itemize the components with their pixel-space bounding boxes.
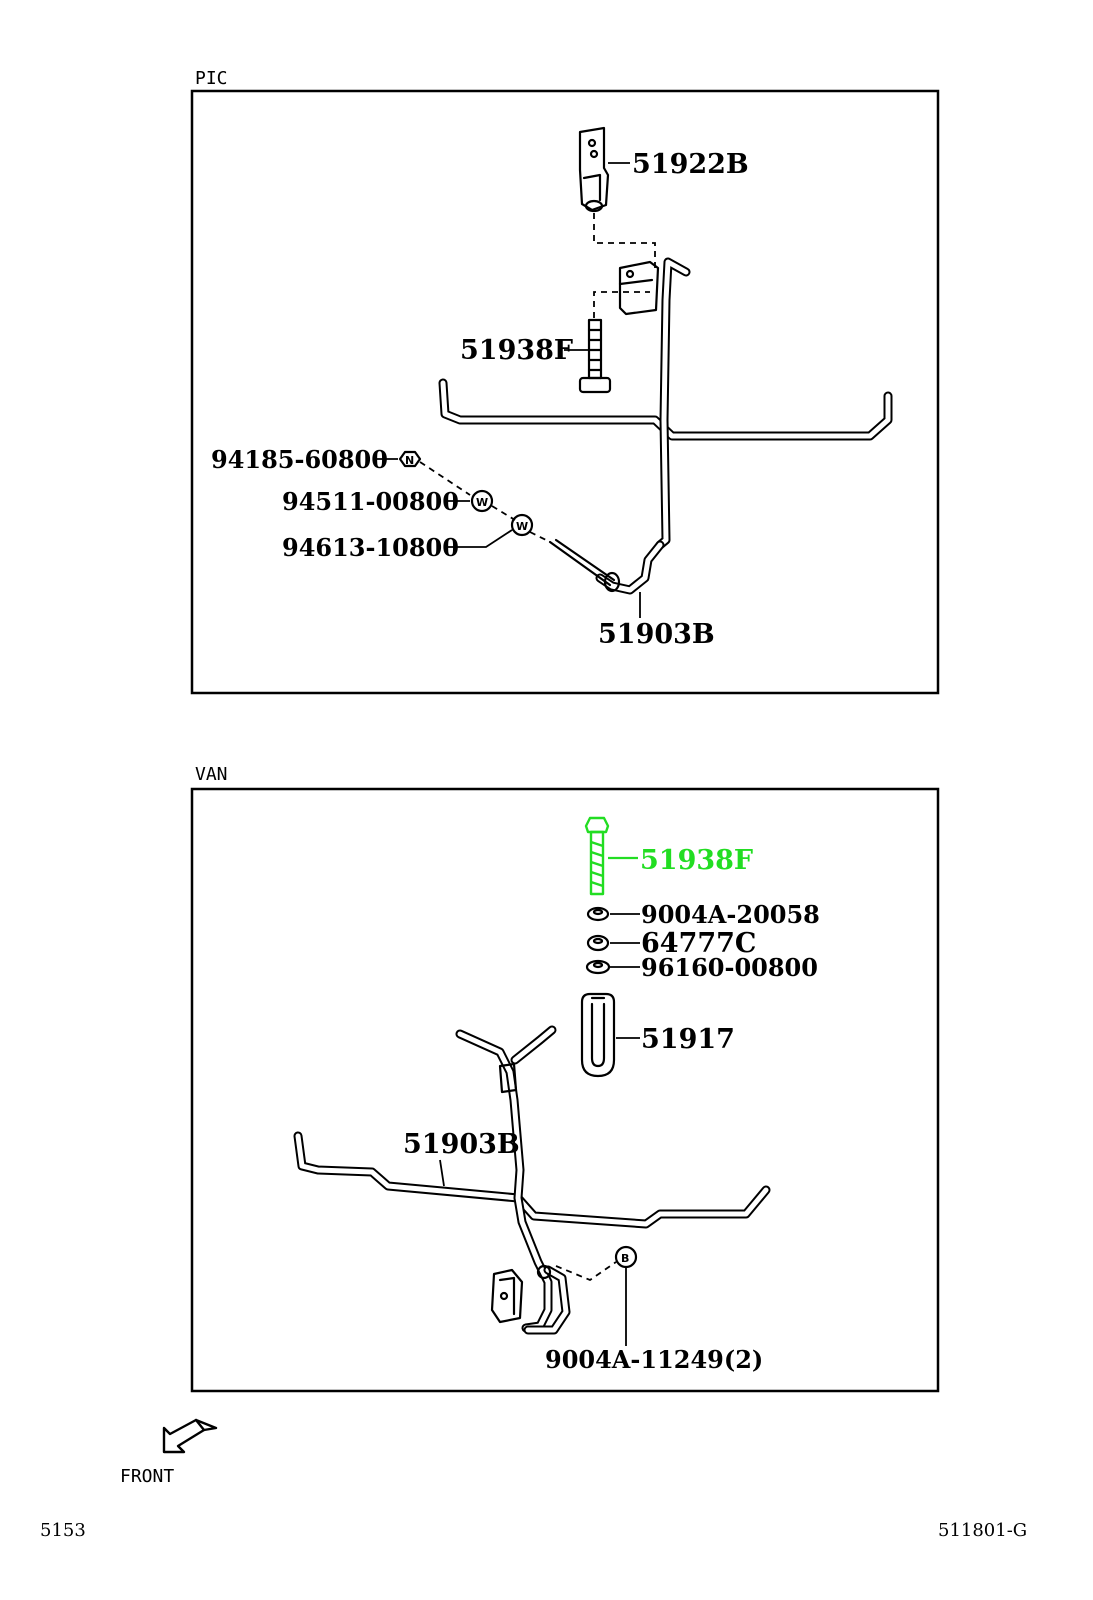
bracket-51922b-icon — [578, 126, 610, 213]
tube-assembly-pic-icon — [438, 257, 893, 595]
u-clamp-51917-icon — [580, 992, 616, 1078]
footer-left-code: 5153 — [40, 1520, 86, 1541]
assembly-line-nut — [419, 461, 471, 496]
label-9004a-11249[interactable]: 9004A-11249(2) — [545, 1345, 763, 1374]
svg-text:W: W — [476, 496, 488, 509]
lead-51903b-van — [439, 1159, 445, 1187]
assembly-line-bolt — [593, 291, 650, 318]
washer-icon: W — [470, 489, 494, 513]
pic-frame — [190, 89, 940, 695]
label-51938f-pic[interactable]: 51938F — [460, 335, 573, 366]
front-label: FRONT — [120, 1466, 174, 1487]
footer-right-code: 511801-G — [938, 1520, 1027, 1541]
label-9004a-20058[interactable]: 9004A-20058 — [641, 900, 820, 929]
assembly-line-washer — [491, 505, 516, 521]
label-51903b-van[interactable]: 51903B — [403, 1129, 520, 1160]
lead-94613 — [446, 529, 513, 548]
label-51938f-van[interactable]: 51938F — [640, 845, 753, 876]
assembly-line-bolt-b — [555, 1261, 617, 1282]
front-arrow-icon — [162, 1418, 218, 1454]
tube-assembly-van-icon — [293, 1025, 771, 1335]
pic-section-title: PIC — [195, 68, 228, 89]
van-section-title: VAN — [195, 764, 228, 785]
bolt-51938f-pic-icon — [578, 318, 612, 394]
lock-washer-icon: W — [510, 513, 534, 537]
cushion-64777c-icon — [586, 934, 610, 952]
bolt-b-icon: B — [614, 1245, 638, 1269]
bolt-51938f-van-highlight-icon — [584, 816, 610, 896]
label-94185-60800[interactable]: 94185-60800 — [211, 445, 388, 474]
label-51903b-pic[interactable]: 51903B — [598, 619, 715, 650]
label-94511-00800[interactable]: 94511-00800 — [282, 487, 459, 516]
label-51917[interactable]: 51917 — [641, 1024, 735, 1055]
washer-9004a-20058-icon — [586, 906, 610, 922]
nut-icon: N — [398, 450, 422, 468]
assembly-line-bracket — [593, 213, 656, 270]
assembly-line-lock-washer — [529, 531, 551, 543]
washer-96160-00800-icon — [585, 959, 611, 975]
label-94613-10800[interactable]: 94613-10800 — [282, 533, 459, 562]
svg-text:B: B — [621, 1252, 629, 1265]
van-frame — [190, 787, 940, 1393]
svg-text:N: N — [405, 454, 414, 467]
label-51922b[interactable]: 51922B — [632, 149, 749, 180]
label-64777c[interactable]: 64777C — [641, 928, 756, 959]
svg-text:W: W — [516, 520, 528, 533]
label-96160-00800[interactable]: 96160-00800 — [641, 953, 818, 982]
clamp-icon — [618, 260, 660, 316]
